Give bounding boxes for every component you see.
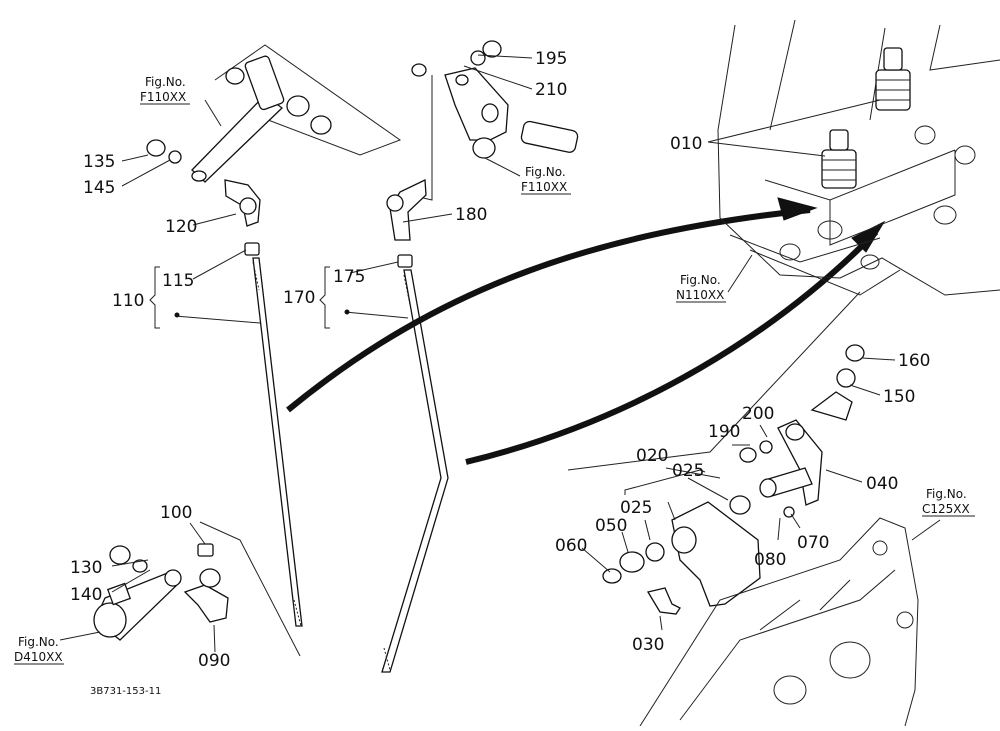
part-030-label: 030 [632, 635, 664, 655]
fig-ref-d410-line1: Fig.No. [18, 635, 59, 649]
fig-ref-f110-a-line1: Fig.No. [145, 75, 186, 89]
part-025-upper-label: 025 [672, 461, 704, 481]
nut-115 [244, 242, 260, 256]
spool-010-rear [875, 47, 911, 111]
fig-ref-n110-line2: N110XX [676, 288, 724, 302]
part-080-label: 080 [754, 550, 786, 570]
part-020-label: 020 [636, 446, 668, 466]
ball-joint-120 [224, 179, 261, 227]
part-050-label: 050 [595, 516, 627, 536]
part-135-label: 135 [83, 152, 115, 172]
part-labels: 195 210 135 145 120 115 110 180 175 170 … [70, 49, 930, 671]
bracket-020 [602, 440, 795, 615]
part-145-label: 145 [83, 178, 115, 198]
part-090-label: 090 [198, 651, 230, 671]
part-170-label: 170 [283, 288, 315, 308]
part-120-label: 120 [165, 217, 197, 237]
fig-ref-f110-a-line2: F110XX [140, 90, 186, 104]
fig-ref-c125-line1: Fig.No. [926, 487, 967, 501]
fig-ref-f110-b-line1: Fig.No. [525, 165, 566, 179]
part-070-label: 070 [797, 533, 829, 553]
part-140-label: 140 [70, 585, 102, 605]
control-valve-housing [717, 19, 1000, 296]
part-060-label: 060 [555, 536, 587, 556]
part-010-label: 010 [670, 134, 702, 154]
arrow-to-valve-right [465, 229, 879, 465]
spool-010-front [821, 129, 857, 189]
part-190-label: 190 [708, 422, 740, 442]
upper-lever-assembly [146, 44, 402, 183]
fig-ref-f110-b-line2: F110XX [521, 180, 567, 194]
part-040-label: 040 [866, 474, 898, 494]
fig-ref-c125-line2: C125XX [922, 502, 970, 516]
lower-lever-assembly [93, 521, 301, 657]
part-195-label: 195 [535, 49, 567, 69]
figure-references: Fig.No. F110XX Fig.No. F110XX Fig.No. N1… [14, 75, 975, 665]
part-110-label: 110 [112, 291, 144, 311]
nut-175 [397, 254, 413, 268]
part-100-label: 100 [160, 503, 192, 523]
drawing-code: 3B731-153-11 [90, 686, 161, 697]
part-180-label: 180 [455, 205, 487, 225]
arrow-head-left [777, 197, 818, 221]
rod-110 [252, 257, 303, 627]
part-200-label: 200 [742, 404, 774, 424]
part-025-lower-label: 025 [620, 498, 652, 518]
part-210-label: 210 [535, 80, 567, 100]
fig-ref-n110-line1: Fig.No. [680, 273, 721, 287]
rod-170 [381, 269, 449, 673]
part-150-label: 150 [883, 387, 915, 407]
part-160-label: 160 [898, 351, 930, 371]
fig-ref-d410-line2: D410XX [14, 650, 63, 664]
transmission-housing [639, 517, 919, 727]
leader-lines [59, 54, 941, 653]
part-175-label: 175 [333, 267, 365, 287]
upper-bracket-assembly [409, 40, 579, 201]
group-outline [567, 291, 861, 471]
part-115-label: 115 [162, 271, 194, 291]
ball-joint-180 [386, 178, 427, 241]
part-130-label: 130 [70, 558, 102, 578]
shaft-lever-040 [759, 344, 865, 506]
arrow-to-valve-left [286, 207, 811, 413]
